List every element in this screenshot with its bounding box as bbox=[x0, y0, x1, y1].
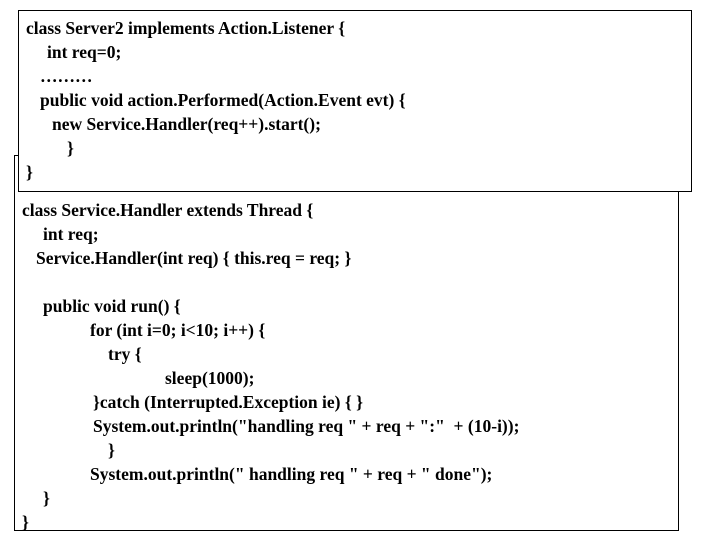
code-block-server2: class Server2 implements Action.Listener… bbox=[18, 10, 692, 192]
code-block-servicehandler: class Service.Handler extends Thread { i… bbox=[14, 155, 679, 534]
code-line-blank bbox=[15, 270, 519, 294]
code-line: } bbox=[43, 488, 50, 508]
code-line: class Server2 implements Action.Listener… bbox=[26, 18, 346, 38]
code-line: class Service.Handler extends Thread { bbox=[22, 200, 314, 220]
code-line: int req; bbox=[43, 224, 99, 244]
code-line: ……… bbox=[40, 66, 93, 86]
code-body-servicehandler: class Service.Handler extends Thread { i… bbox=[15, 156, 519, 534]
code-line: public void action.Performed(Action.Even… bbox=[40, 90, 406, 110]
code-line: for (int i=0; i<10; i++) { bbox=[90, 320, 266, 340]
code-line: System.out.println(" handling req " + re… bbox=[90, 464, 493, 484]
code-line: } bbox=[22, 512, 29, 532]
code-line: public void run() { bbox=[43, 296, 181, 316]
code-line: } bbox=[108, 440, 115, 460]
code-body-server2: class Server2 implements Action.Listener… bbox=[19, 11, 406, 184]
code-line: } bbox=[67, 138, 74, 158]
code-line: sleep(1000); bbox=[165, 368, 255, 388]
code-line: }catch (Interrupted.Exception ie) { } bbox=[93, 392, 364, 412]
code-line: System.out.println("handling req " + req… bbox=[93, 416, 520, 436]
code-line: try { bbox=[108, 344, 142, 364]
code-line: Service.Handler(int req) { this.req = re… bbox=[36, 248, 352, 268]
code-line: int req=0; bbox=[47, 42, 122, 62]
code-line: new Service.Handler(req++).start(); bbox=[52, 114, 321, 134]
code-line: } bbox=[26, 162, 33, 182]
